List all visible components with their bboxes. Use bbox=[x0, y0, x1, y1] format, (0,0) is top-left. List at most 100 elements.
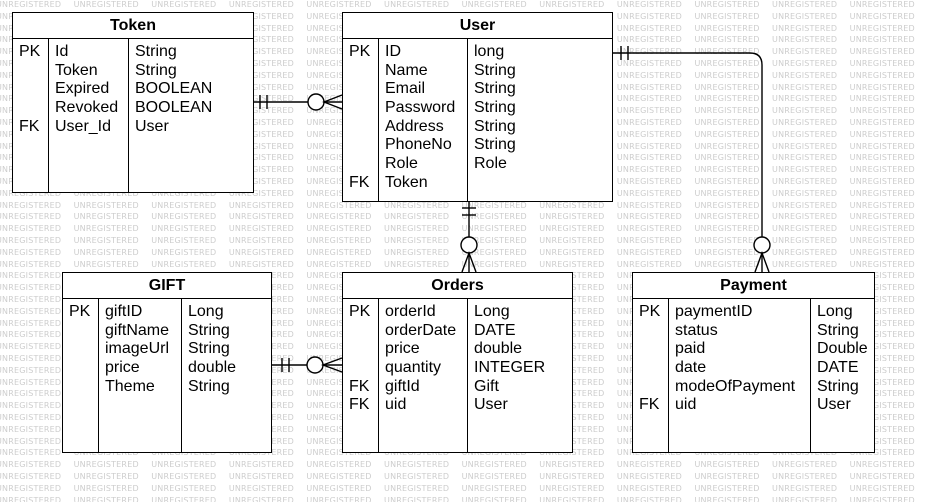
attribute-type: Role bbox=[474, 155, 507, 173]
relationship-line-user-payment bbox=[613, 52, 763, 272]
key-cell bbox=[349, 80, 379, 99]
zero-marker bbox=[460, 236, 478, 254]
attribute-type: String bbox=[474, 99, 516, 117]
zero-marker bbox=[753, 236, 771, 254]
attribute-name: price bbox=[385, 340, 420, 358]
attribute-name: Name bbox=[385, 61, 428, 79]
attribute-name: Id bbox=[55, 43, 69, 60]
key-cell: PK bbox=[69, 303, 91, 320]
key-cell bbox=[349, 136, 379, 155]
key-cell bbox=[349, 322, 379, 341]
key-cell bbox=[349, 359, 379, 378]
attribute-name: Password bbox=[385, 99, 456, 117]
attribute-name: Token bbox=[55, 61, 98, 79]
attribute-name: paid bbox=[675, 340, 706, 358]
attribute-type: double bbox=[188, 359, 237, 377]
attribute-name: giftId bbox=[385, 377, 420, 395]
many-crowfoot bbox=[322, 94, 343, 110]
many-crowfoot bbox=[320, 357, 343, 373]
key-cell bbox=[19, 62, 49, 81]
attribute-name: date bbox=[675, 359, 707, 377]
attribute-type: User bbox=[135, 117, 169, 135]
entity-title: GIFT bbox=[63, 273, 271, 299]
key-cell bbox=[69, 359, 99, 378]
attribute-name: giftName bbox=[105, 321, 170, 339]
attribute-type: BOOLEAN bbox=[135, 99, 213, 117]
attribute-name: paymentID bbox=[675, 303, 753, 320]
key-cell bbox=[639, 378, 669, 397]
key-cell bbox=[19, 99, 49, 118]
key-cell: PK bbox=[349, 43, 371, 60]
key-column: PK bbox=[63, 299, 99, 452]
key-cell bbox=[349, 99, 379, 118]
attribute-type: User bbox=[474, 396, 508, 414]
attribute-name: Address bbox=[385, 117, 444, 135]
many-crowfoot bbox=[754, 250, 770, 273]
entity-title: User bbox=[343, 13, 612, 39]
attribute-name: imageUrl bbox=[105, 340, 170, 358]
attribute-type bbox=[474, 174, 612, 193]
attribute-type: String bbox=[188, 377, 230, 395]
attribute-name: Expired bbox=[55, 80, 110, 98]
attribute-type: Gift bbox=[474, 377, 499, 395]
entity-title: Payment bbox=[633, 273, 874, 299]
key-cell: FK bbox=[349, 377, 370, 395]
attribute-type: String bbox=[188, 321, 230, 339]
attribute-name: orderId bbox=[385, 303, 436, 320]
key-cell bbox=[639, 340, 669, 359]
key-cell bbox=[69, 322, 99, 341]
attribute-type: String bbox=[817, 377, 859, 395]
attribute-type: INTEGER bbox=[474, 359, 546, 377]
attribute-type: String bbox=[474, 80, 516, 98]
attribute-name: orderDate bbox=[385, 321, 457, 339]
attribute-type: String bbox=[135, 61, 177, 79]
key-cell: FK bbox=[639, 396, 660, 414]
attribute-name: Email bbox=[385, 80, 426, 98]
zero-marker bbox=[307, 93, 325, 111]
attribute-type: String bbox=[474, 136, 516, 154]
entity-title: Orders bbox=[343, 273, 572, 299]
attribute-type: Long bbox=[817, 303, 853, 320]
attribute-name: Theme bbox=[105, 377, 155, 395]
key-cell: FK bbox=[349, 396, 370, 414]
attribute-type: String bbox=[474, 117, 516, 135]
attribute-type: DATE bbox=[474, 321, 516, 339]
attribute-name: uid bbox=[675, 396, 697, 414]
attribute-type: String bbox=[135, 43, 177, 60]
attribute-type: String bbox=[188, 340, 230, 358]
key-cell bbox=[349, 340, 379, 359]
entity-title: Token bbox=[13, 13, 253, 39]
attribute-type: Double bbox=[817, 340, 868, 358]
key-cell bbox=[639, 322, 669, 341]
zero-marker bbox=[306, 356, 324, 374]
attribute-name: Token bbox=[385, 173, 428, 191]
attribute-name: User_Id bbox=[55, 117, 112, 135]
key-cell: FK bbox=[19, 117, 40, 135]
key-cell bbox=[69, 340, 99, 359]
key-cell bbox=[69, 378, 99, 397]
attribute-type: Long bbox=[188, 303, 224, 320]
attribute-type: Long bbox=[474, 303, 510, 320]
attribute-type: BOOLEAN bbox=[135, 80, 213, 98]
attribute-name: quantity bbox=[385, 359, 442, 377]
attribute-name: modeOfPayment bbox=[675, 377, 796, 395]
key-cell: PK bbox=[349, 303, 371, 320]
key-cell bbox=[19, 80, 49, 99]
attribute-name: status bbox=[675, 321, 718, 339]
attribute-name: giftID bbox=[105, 303, 143, 320]
